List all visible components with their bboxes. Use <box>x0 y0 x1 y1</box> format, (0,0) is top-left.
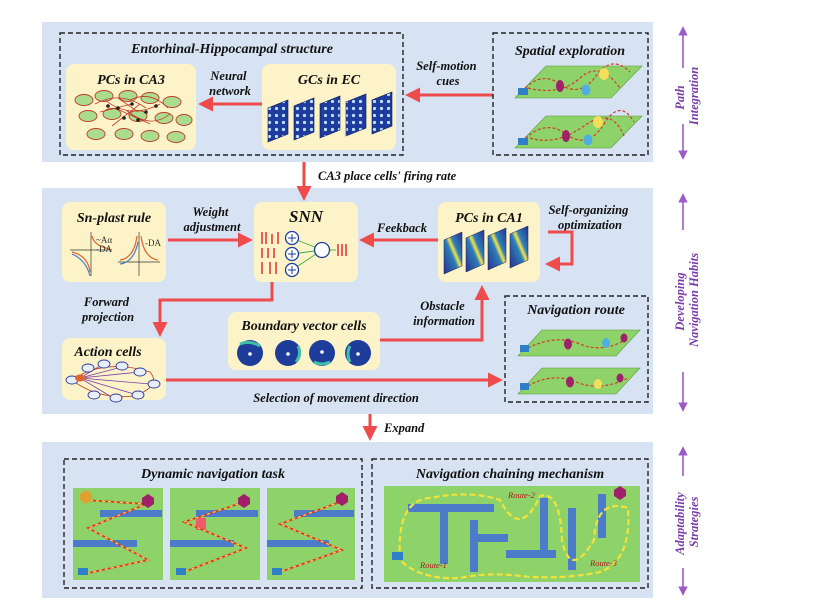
chaining-box <box>371 458 649 589</box>
route-plane-top <box>517 329 641 357</box>
arrow-bvc-to-ca1 <box>380 285 490 342</box>
snn-label: SNN <box>289 207 324 226</box>
dynamic-task-box <box>63 458 363 589</box>
selection-direction-label: Selection of movement direction <box>253 391 419 405</box>
exploration-plane-top <box>514 63 643 99</box>
bvc-label: Boundary vector cells <box>240 319 367 334</box>
snn-network <box>261 230 347 278</box>
pcs-ca3-label: PCs in CA3 <box>97 73 165 88</box>
self-motion-label: Self-motion cues <box>416 59 480 88</box>
expand-label: Expand <box>383 421 425 435</box>
stdp-legend-1: ~Aα <box>96 235 112 245</box>
route2-label: Route-2 <box>507 490 536 500</box>
exploration-plane-bottom <box>514 109 643 149</box>
bvc-box <box>228 312 380 370</box>
spatial-exploration-label: Spatial exploration <box>515 44 625 59</box>
route-plane-bottom <box>517 367 641 395</box>
dynamic-task-label: Dynamic navigation task <box>140 467 285 482</box>
forward-projection-label: Forward projection <box>81 295 134 324</box>
stdp-legend-2: -DA <box>96 244 112 254</box>
bvc-maps <box>237 340 371 366</box>
ca3-firing-rate-label: CA3 place cells' firing rate <box>318 169 457 183</box>
dynamic-map-1 <box>73 488 163 580</box>
side-bracket-path <box>672 26 696 160</box>
navigation-route-label: Navigation route <box>526 303 625 318</box>
stdp-legend-3: -DA <box>145 238 161 248</box>
place-cell-network <box>74 90 193 143</box>
ca1-place-maps <box>443 225 529 275</box>
ehs-title: Entorhinal-Hippocampal structure <box>130 42 333 57</box>
weight-adjustment-label: Weight adjustment <box>184 205 241 234</box>
self-organizing-label: Self-organizing optimization <box>548 203 631 232</box>
route1-label: Route-1 <box>419 560 447 570</box>
navigation-route-box <box>504 295 649 403</box>
sn-plast-label: Sn-plast rule <box>77 211 151 226</box>
snn-box <box>254 202 358 282</box>
side-label-developing: Developing Navigation Habits <box>673 253 701 348</box>
spatial-exploration-box <box>492 32 649 156</box>
obstacle-info-label: Obstacle information <box>413 299 475 328</box>
arrow-self-loop <box>545 230 574 272</box>
pcs-ca1-label: PCs in CA1 <box>455 211 523 226</box>
stdp-curves <box>70 232 160 277</box>
feekback-label: Feekback <box>376 221 428 235</box>
side-label-adaptability: Adaptability Strategies <box>673 489 701 556</box>
side-bracket-adaptability <box>672 446 696 596</box>
chaining-label: Navigation chaining mechanism <box>415 467 604 482</box>
grid-cell-maps <box>267 91 393 143</box>
dynamic-map-3 <box>267 488 355 580</box>
action-cells-label: Action cells <box>73 345 142 360</box>
neural-network-label: Neural network <box>209 69 251 98</box>
side-label-path: Path Integration <box>673 67 701 126</box>
route3-label: Route-3 <box>589 558 617 568</box>
ehs-dashed-box <box>59 32 404 156</box>
chaining-map <box>384 486 640 582</box>
side-bracket-developing <box>672 193 696 412</box>
dynamic-map-2 <box>170 488 260 580</box>
gcs-ec-label: GCs in EC <box>298 73 361 88</box>
arrow-snn-to-action <box>152 282 274 337</box>
action-cell-ring <box>65 359 161 403</box>
